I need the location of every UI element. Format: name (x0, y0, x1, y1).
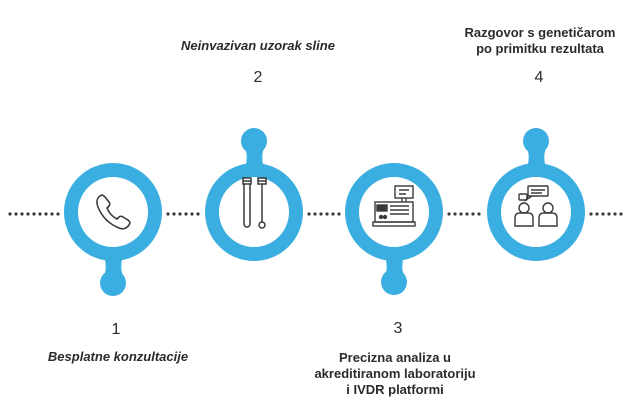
step-4-bubble (523, 128, 549, 154)
step-2-number: 2 (253, 69, 263, 86)
step-3-node (345, 163, 443, 295)
timeline-dot (453, 212, 457, 216)
timeline-dot (178, 212, 182, 216)
step-3-number: 3 (393, 320, 403, 337)
timeline-dot (459, 212, 463, 216)
timeline-dot (26, 212, 30, 216)
step-1-bubble (100, 270, 126, 296)
timeline-dot (196, 212, 200, 216)
timeline-dot (313, 212, 317, 216)
timeline-dot (56, 212, 60, 216)
timeline-dot (589, 212, 593, 216)
step-1-number: 1 (111, 321, 121, 338)
step-3-bubble (381, 269, 407, 295)
step-2-inner (219, 177, 289, 247)
timeline-dot (477, 212, 481, 216)
timeline-dot (607, 212, 611, 216)
step-1-title: Besplatne konzultacije (47, 349, 189, 364)
phone-icon (96, 194, 131, 230)
step-3-title: Precizna analiza u akreditiranom laborat… (300, 350, 490, 398)
swab-tubes-icon (242, 177, 267, 229)
step-4-title-line-2: po primitku rezultata (476, 41, 604, 56)
dotted-timeline (8, 212, 623, 216)
step-3-title-line-1: Precizna analiza u (339, 350, 451, 365)
step-2-node (205, 128, 303, 261)
timeline-dot (44, 212, 48, 216)
timeline-dot (50, 212, 54, 216)
timeline-dot (325, 212, 329, 216)
timeline-dot (447, 212, 451, 216)
step-3-title-line-3: i IVDR platformi (346, 382, 444, 397)
timeline-dot (595, 212, 599, 216)
timeline-dot (8, 212, 12, 216)
lab-analyzer-icon (372, 185, 416, 227)
timeline-dot (190, 212, 194, 216)
step-1-inner (78, 177, 148, 247)
step-1-node (64, 163, 162, 296)
timeline-dot (14, 212, 18, 216)
timeline-dot (20, 212, 24, 216)
timeline-dot (38, 212, 42, 216)
timeline-dot (166, 212, 170, 216)
timeline-dot (601, 212, 605, 216)
step-2-title: Neinvazivan uzorak sline (181, 38, 335, 53)
timeline-dot (471, 212, 475, 216)
timeline-dot (184, 212, 188, 216)
step-4-title: Razgovor s genetičarom po primitku rezul… (440, 25, 632, 57)
step-4-title-line-1: Razgovor s genetičarom (464, 25, 616, 40)
step-4-node (487, 128, 585, 261)
timeline-dot (619, 212, 623, 216)
step-4-number: 4 (534, 69, 544, 86)
timeline-dot (331, 212, 335, 216)
timeline-dot (337, 212, 341, 216)
timeline-dot (465, 212, 469, 216)
timeline-dot (319, 212, 323, 216)
timeline-dot (613, 212, 617, 216)
step-4-inner (501, 177, 571, 247)
step-3-title-line-2: akreditiranom laboratoriju (314, 366, 476, 381)
timeline-dot (32, 212, 36, 216)
step-2-bubble (241, 128, 267, 154)
conversation-icon (514, 185, 558, 227)
timeline-dot (307, 212, 311, 216)
step-3-inner (359, 177, 429, 247)
timeline-dot (172, 212, 176, 216)
